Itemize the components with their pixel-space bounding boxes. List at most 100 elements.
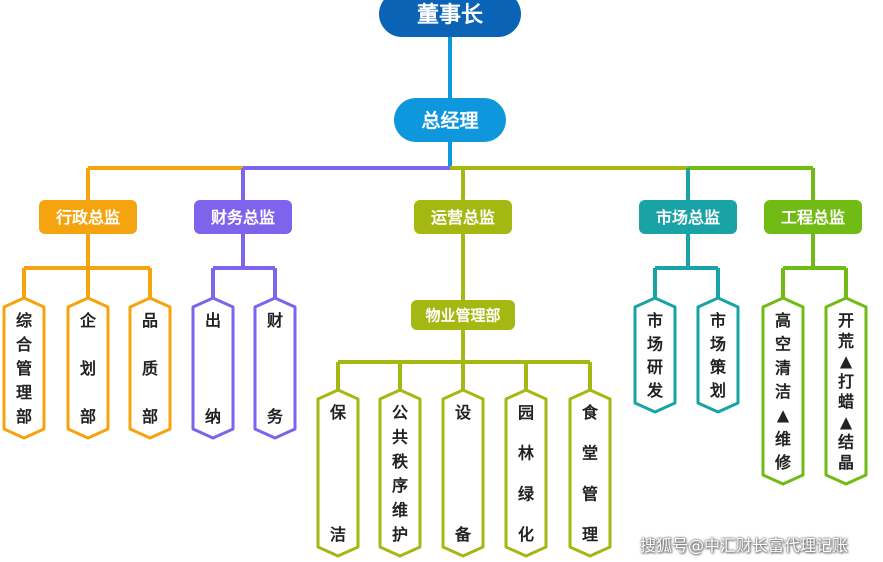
director-market-box — [639, 200, 737, 234]
watermark-text: 搜狐号@中汇财长富代理记账 — [640, 536, 849, 555]
unit-ops-4-char: 管 — [582, 484, 598, 503]
unit-ops-2-char: 备 — [454, 525, 472, 544]
unit-market-1-char: 市 — [710, 311, 726, 330]
unit-ops-0: 保洁 — [316, 388, 360, 558]
director-admin-label: 行政总监 — [55, 208, 120, 227]
unit-engineering-1-box — [824, 296, 868, 486]
director-ops-box — [414, 200, 512, 234]
director-ops-label: 运营总监 — [431, 208, 495, 227]
unit-market-0-char: 发 — [646, 381, 664, 400]
unit-engineering-1-char: 蜡 — [838, 392, 854, 411]
director-finance: 财务总监 — [194, 200, 292, 234]
unit-admin-2-box — [128, 296, 172, 440]
connector-lines — [22, 36, 848, 394]
unit-ops-2: 设备 — [441, 388, 485, 558]
unit-ops-0-box — [316, 388, 360, 558]
unit-finance-1-char: 务 — [267, 407, 284, 426]
unit-finance-1-char: 财 — [266, 311, 283, 330]
unit-finance-1-box — [253, 296, 297, 440]
unit-market-1-char: 策 — [709, 358, 727, 377]
unit-ops-1-char: 共 — [392, 427, 408, 446]
property-dept-node-box — [411, 300, 515, 330]
unit-admin-1-char: 部 — [80, 407, 96, 426]
unit-ops-2-box — [441, 388, 485, 558]
unit-market-1-char: 划 — [710, 381, 726, 400]
unit-engineering-0-char: ▲ — [777, 406, 790, 425]
unit-engineering-1-char: 结 — [837, 433, 854, 452]
unit-market-0-char: 研 — [647, 358, 663, 377]
director-ops: 运营总监 — [414, 200, 512, 234]
unit-admin-1-box — [66, 296, 110, 440]
unit-ops-1-char: 维 — [392, 501, 408, 520]
unit-ops-3-char: 绿 — [518, 484, 535, 503]
unit-admin-0-char: 综 — [16, 311, 32, 330]
director-engineering-label: 工程总监 — [781, 208, 845, 227]
unit-engineering-1-char: 荒 — [837, 331, 854, 350]
unit-admin-2-char: 部 — [142, 407, 158, 426]
unit-engineering-1-char: ▲ — [840, 412, 853, 431]
unit-market-0-char: 场 — [647, 334, 663, 353]
director-finance-box — [194, 200, 292, 234]
unit-admin-1-char: 划 — [80, 359, 96, 378]
unit-engineering-0-char: 维 — [775, 429, 791, 448]
unit-engineering-0-char: 洁 — [775, 382, 791, 401]
director-engineering: 工程总监 — [764, 200, 862, 234]
unit-finance-0-box — [191, 296, 235, 440]
unit-engineering-0-char: 高 — [775, 311, 791, 330]
unit-admin-1: 企划部 — [66, 296, 110, 440]
unit-ops-0-char: 洁 — [330, 525, 346, 544]
unit-finance-0-char: 纳 — [205, 407, 221, 426]
unit-ops-4-char: 堂 — [582, 444, 598, 463]
director-market-label: 市场总监 — [656, 208, 720, 227]
unit-admin-0-char: 合 — [16, 335, 33, 354]
unit-ops-4-box — [568, 388, 612, 558]
unit-ops-1-char: 护 — [392, 525, 408, 544]
gm-node: 总经理 — [394, 98, 506, 142]
org-nodes: 董事长总经理行政总监财务总监运营总监市场总监工程总监物业管理部综合管理部企划部品… — [2, 0, 868, 558]
unit-ops-3-char: 园 — [518, 403, 534, 422]
unit-admin-0-box — [2, 296, 46, 440]
unit-market-1-box — [696, 296, 740, 414]
unit-ops-3-box — [504, 388, 548, 558]
unit-ops-1-char: 秩 — [392, 452, 409, 471]
unit-market-0-box — [633, 296, 677, 414]
unit-admin-1-char: 企 — [79, 311, 97, 330]
ceo-node-box — [379, 0, 521, 37]
director-admin-box — [39, 200, 137, 234]
director-market: 市场总监 — [639, 200, 737, 234]
director-admin: 行政总监 — [39, 200, 137, 234]
unit-engineering-0-char: 清 — [775, 358, 791, 377]
ceo-node: 董事长 — [379, 0, 521, 37]
unit-admin-0-char: 理 — [16, 383, 32, 402]
ceo-node-label: 董事长 — [417, 2, 484, 28]
gm-node-box — [394, 98, 506, 142]
unit-finance-0: 出纳 — [191, 296, 235, 440]
unit-ops-1-char: 公 — [392, 403, 408, 422]
unit-ops-0-char: 保 — [329, 403, 347, 422]
unit-engineering-1-char: 晶 — [838, 453, 854, 472]
unit-market-1-char: 场 — [710, 334, 726, 353]
unit-ops-3-char: 林 — [518, 444, 534, 463]
unit-engineering-1-char: ▲ — [840, 352, 853, 371]
gm-node-label: 总经理 — [421, 109, 478, 132]
unit-engineering-0-box — [761, 296, 805, 486]
unit-admin-0-char: 部 — [16, 407, 32, 426]
property-dept-node-label: 物业管理部 — [425, 306, 500, 324]
unit-admin-2-char: 品 — [142, 311, 158, 330]
unit-ops-1-box — [378, 388, 422, 558]
director-engineering-box — [764, 200, 862, 234]
unit-admin-2-char: 质 — [142, 359, 158, 378]
unit-finance-0-char: 出 — [205, 311, 221, 330]
unit-ops-4-char: 理 — [582, 525, 598, 544]
unit-admin-2: 品质部 — [128, 296, 172, 440]
director-finance-label: 财务总监 — [210, 208, 275, 227]
property-dept-node: 物业管理部 — [411, 300, 515, 330]
